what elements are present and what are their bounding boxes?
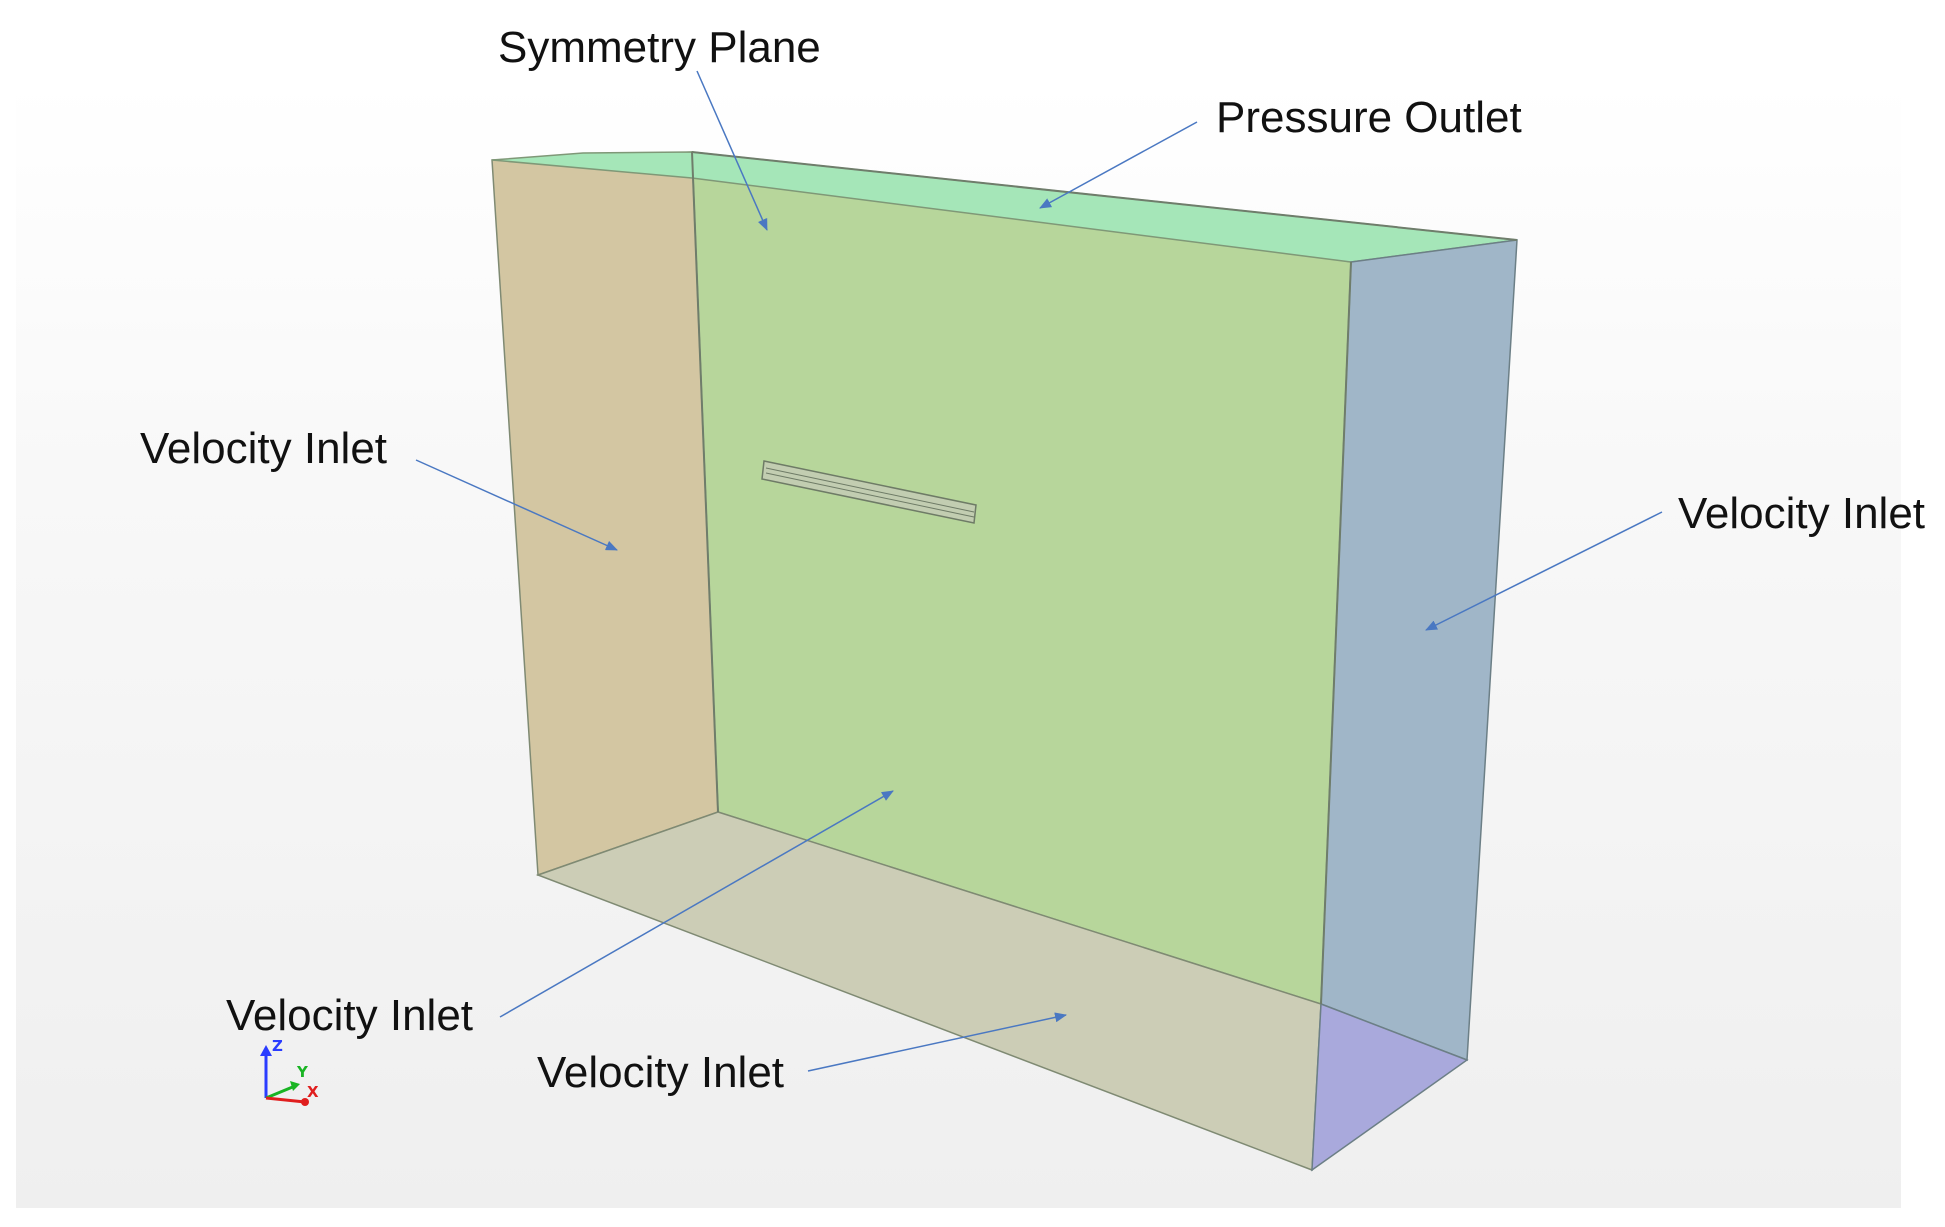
plate-object-inner-line-2: [765, 472, 975, 518]
axis-x-tip: [301, 1098, 309, 1106]
axis-y-label: Y: [296, 1063, 309, 1081]
face-velocity-inlet-corner: [1311, 1002, 1469, 1172]
label-pressure-outlet: Pressure Outlet: [1216, 93, 1522, 142]
label-velocity-inlet-right: Velocity Inlet: [1678, 489, 1925, 538]
label-velocity-inlet-back: Velocity Inlet: [226, 991, 473, 1040]
axis-triad: Z Y X: [260, 1037, 319, 1106]
label-velocity-inlet-left: Velocity Inlet: [140, 424, 387, 473]
leader-velocity-inlet-left: [415, 459, 618, 551]
axis-z-label: Z: [272, 1037, 283, 1055]
domain-edge-vertical-front: [691, 151, 719, 813]
face-velocity-inlet-right: [1320, 239, 1518, 1062]
label-symmetry-plane: Symmetry Plane: [498, 23, 821, 72]
domain-edge-top-far: [691, 151, 1518, 241]
leader-velocity-inlet-back: [499, 790, 894, 1018]
leader-velocity-inlet-bottom: [807, 1012, 1067, 1072]
axis-z-arrowhead: [260, 1045, 272, 1056]
label-velocity-inlet-bottom: Velocity Inlet: [537, 1048, 784, 1097]
plate-object: [761, 460, 977, 524]
plate-object-inner-line: [765, 467, 975, 513]
axis-x-label: X: [307, 1083, 319, 1101]
axis-y-line: [265, 1084, 296, 1100]
face-velocity-inlet-left: [491, 151, 719, 877]
leader-pressure-outlet: [1039, 121, 1198, 209]
axis-y-arrowhead: [290, 1081, 300, 1091]
axis-x-line: [265, 1096, 306, 1104]
leader-symmetry-plane: [696, 70, 768, 231]
leader-velocity-inlet-right: [1425, 511, 1663, 631]
domain-edge-right-front: [1320, 261, 1352, 1005]
